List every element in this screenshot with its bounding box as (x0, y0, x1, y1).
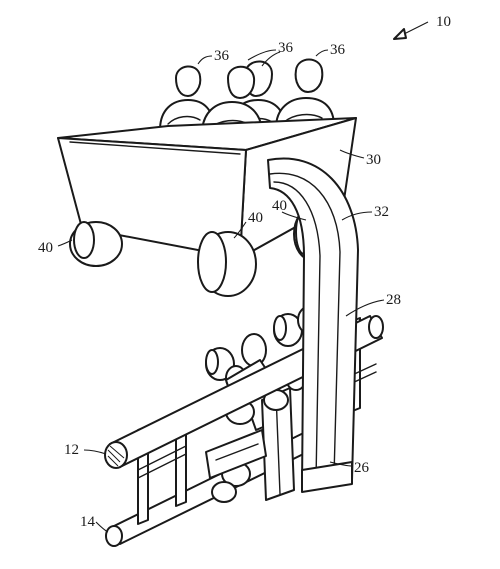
ref-26: 26 (354, 460, 370, 476)
ref-30: 30 (366, 152, 381, 168)
ref-32: 32 (374, 204, 389, 220)
wheel-front (197, 231, 257, 297)
passenger-figure (275, 58, 335, 129)
ref-28: 28 (386, 292, 401, 308)
curved-support-beam (267, 157, 359, 493)
ref-36-left: 36 (214, 48, 230, 64)
ref-12: 12 (64, 442, 79, 458)
reference-labels: 10 36 36 36 30 32 40 40 40 28 12 14 (38, 14, 451, 533)
ref-40-right: 40 (272, 198, 287, 214)
wheel-left (69, 221, 123, 267)
ref-36-right: 36 (330, 42, 346, 58)
ref-10: 10 (436, 14, 451, 30)
ref-40-left: 40 (38, 240, 53, 256)
ref-40-center: 40 (248, 210, 263, 226)
ref-14: 14 (80, 514, 96, 530)
ref-36-middle: 36 (278, 40, 294, 56)
